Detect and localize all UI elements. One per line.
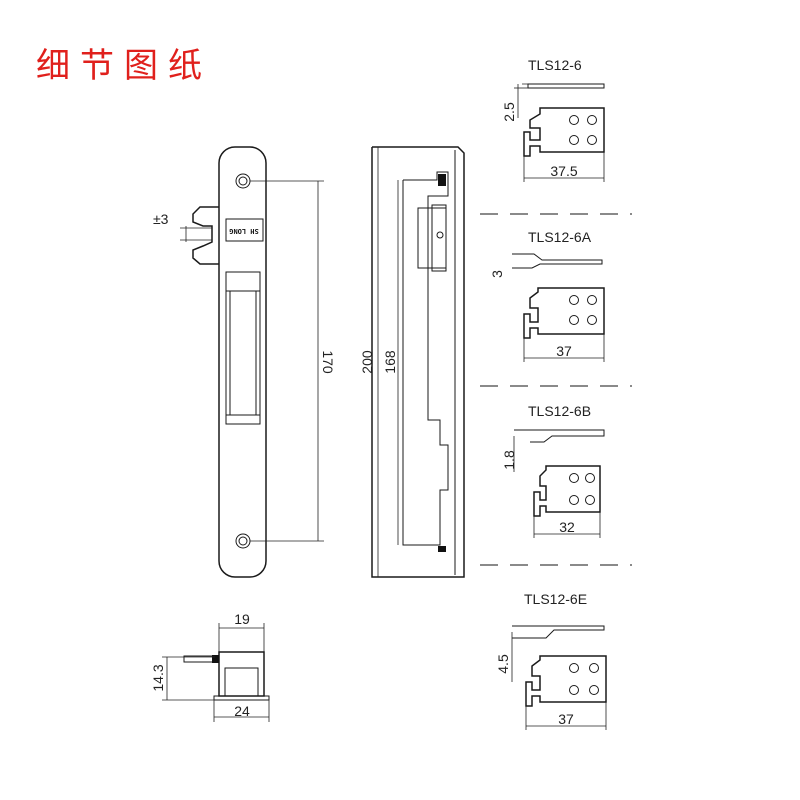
screw-hole-top-inner [238,176,248,186]
strike-window-inner [229,290,257,416]
variant-name: TLS12-6 [528,57,582,73]
plate-outline [523,287,605,339]
screw-hole-bottom-inner [238,536,248,546]
plate-profile [512,253,603,269]
variant-width: 32 [559,519,575,535]
variant-thickness: 4.5 [495,654,511,674]
brand-label-box [225,218,264,242]
plate-hole-4 [587,135,597,145]
variant-name: TLS12-6A [528,229,592,245]
dim-height-14-3: 14.3 [150,664,166,691]
bottom-plate [213,695,270,701]
variant-tls12-6b: TLS12-6B 1.8 32 [501,403,605,538]
hook-latch [192,206,219,265]
front-view: SH LONG ±3 170 [153,146,336,578]
variant-tls12-6: TLS12-6 2.5 37.5 [501,57,605,182]
side-tab-bottom [438,546,446,552]
variant-name: TLS12-6B [528,403,591,419]
plate-hole-2 [585,473,595,483]
bottom-body-inner [224,667,259,697]
screw-hole-top [235,173,251,189]
dim-top-width-19: 19 [234,611,250,627]
side-latch-pin [436,231,444,239]
plate-outline [533,465,601,517]
plate-hole-2 [587,115,597,125]
plate-hole-3 [569,135,579,145]
dim-tolerance: ±3 [153,211,169,227]
plate-hole-4 [585,495,595,505]
plate-hole-1 [569,663,579,673]
variant-width: 37.5 [550,163,577,179]
plate-hole-2 [587,295,597,305]
dim-length-170: 170 [320,350,336,374]
variant-name: TLS12-6E [524,591,587,607]
plate-profile [512,625,605,639]
plate-hole-4 [587,315,597,325]
variant-tls12-6e: TLS12-6E 4.5 37 [495,591,607,730]
bottom-bolt-tab [212,655,219,663]
variant-thickness: 3 [489,270,505,278]
variant-tls12-6a: TLS12-6A 3 37 [489,229,605,362]
plate-hole-1 [569,295,579,305]
side-tab-top [438,174,446,186]
plate-hole-1 [569,473,579,483]
brand-label: SH LONG [229,227,259,235]
side-latch-bolt [431,204,447,272]
variant-width: 37 [558,711,574,727]
dim-total-200: 200 [359,350,375,374]
bottom-view: 19 14.3 24 [150,611,270,722]
side-outer-frame [371,146,465,578]
bottom-body [218,651,265,697]
dim-bottom-width-24: 24 [234,703,250,719]
page-title: 细节图纸 [36,46,212,86]
faceplate-outline [218,146,267,578]
variant-thickness: 1.8 [501,450,517,470]
plate-hole-4 [589,685,599,695]
variant-width: 37 [556,343,572,359]
plate-hole-2 [589,663,599,673]
plate-outline [525,655,607,707]
plate-outline [523,107,605,157]
plate-hole-3 [569,685,579,695]
plate-hole-3 [569,495,579,505]
side-view: 200 168 [359,146,465,578]
plate-profile [527,83,605,89]
plate-profile [514,429,605,443]
plate-hole-3 [569,315,579,325]
side-inner-case [402,171,449,546]
variant-thickness: 2.5 [501,102,517,122]
strike-window-outer [225,271,261,425]
screw-hole-bottom [235,533,251,549]
plate-hole-1 [569,115,579,125]
dim-inner-168: 168 [382,350,398,374]
